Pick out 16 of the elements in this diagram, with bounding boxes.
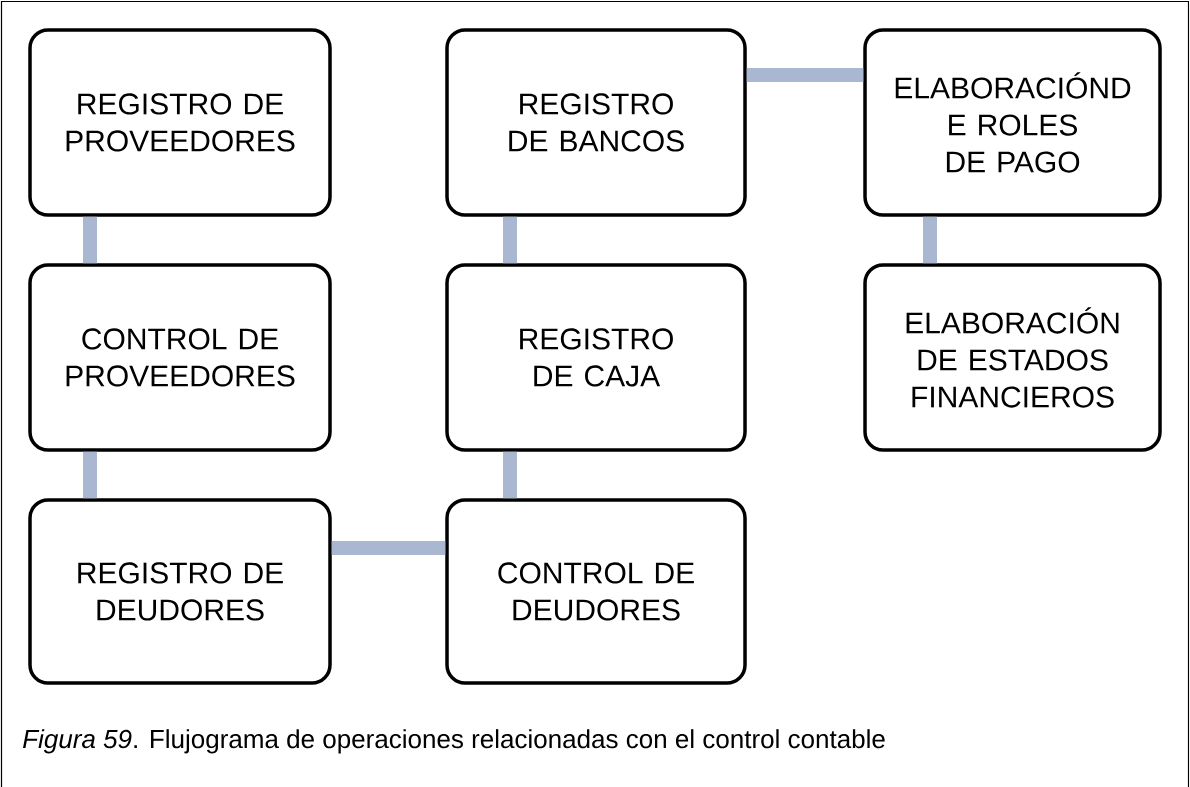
process-box: REGISTRO DE BANCOS — [445, 28, 747, 217]
process-box: ELABORACIÓN DE ESTADOS FINANCIEROS — [863, 263, 1162, 452]
connector-bar — [923, 216, 937, 264]
process-box: REGISTRO DE DEUDORES — [28, 498, 332, 685]
connector-bar — [83, 216, 97, 264]
caption: Figura 59. Flujograma de operaciones relacionadas con el control contable — [23, 729, 885, 754]
process-box: REGISTRO DE PROVEEDORES — [28, 28, 332, 217]
connector-bar — [83, 451, 97, 499]
connector-bar — [503, 451, 517, 499]
connector-bar — [331, 541, 446, 555]
connector-bar — [503, 216, 517, 264]
process-box: REGISTRO DE CAJA — [445, 263, 747, 452]
connector-bar — [746, 68, 864, 82]
process-box: CONTROL DE DEUDORES — [445, 498, 747, 685]
process-box: CONTROL DE PROVEEDORES — [28, 263, 332, 452]
process-box: ELABORACIÓND E ROLES DE PAGO — [863, 28, 1162, 217]
